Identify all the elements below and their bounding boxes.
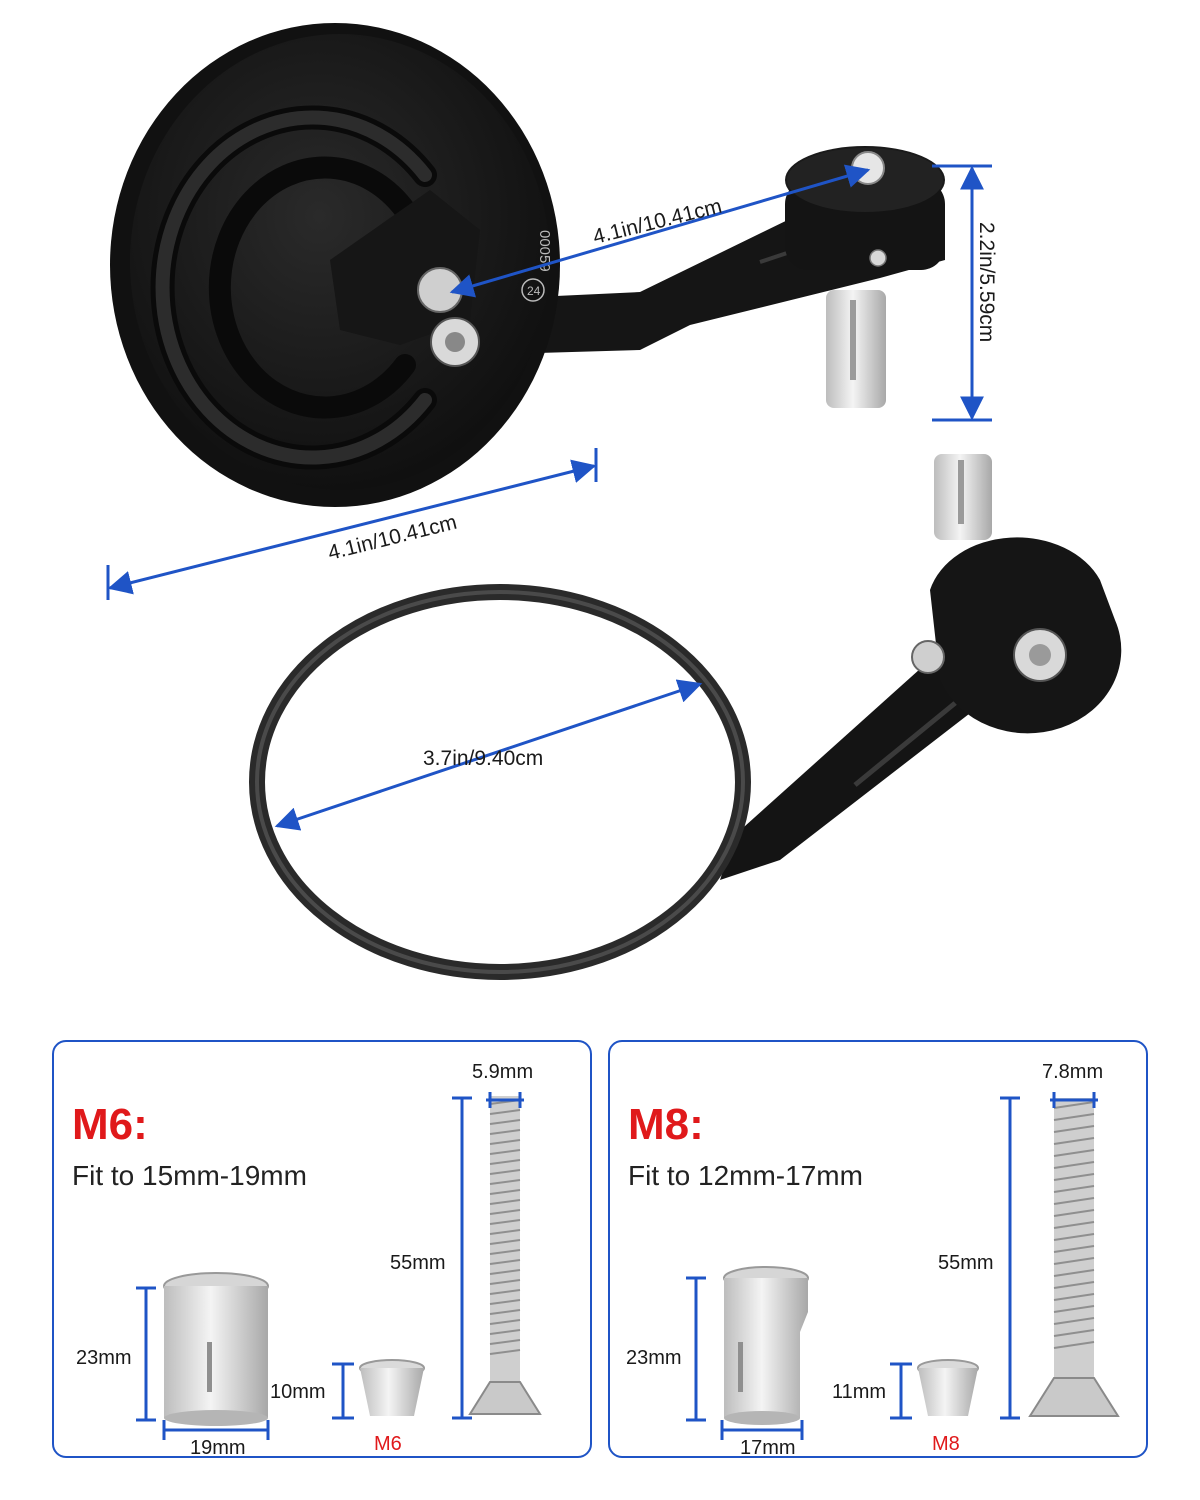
- sleeve-height-label: 23mm: [626, 1347, 682, 1369]
- kit-parts-m8: 7.8mm 55mm 23mm 17mm 11mm M8: [626, 1061, 1120, 1458]
- mirror-back-view: 00059 24: [110, 23, 945, 507]
- sleeve-width-label: 17mm: [740, 1437, 796, 1458]
- bolt-width-label: 7.8mm: [1042, 1061, 1103, 1083]
- bolt-length-label: 55mm: [390, 1252, 446, 1274]
- mirror-number-text: 24: [527, 284, 541, 298]
- product-illustration: 00059 24 4.1in/10.41cm 4.1in/10.41cm 2.2…: [106, 23, 1122, 980]
- cone-nut-m6: [359, 1359, 425, 1416]
- dimension-mount-height: 2.2in/5.59cm: [932, 164, 998, 422]
- bolt-m6: [468, 1096, 542, 1415]
- cone-nut-m8: [917, 1359, 979, 1416]
- kit-title: M8:: [628, 1100, 704, 1149]
- nut-label: M8: [932, 1433, 960, 1455]
- nut-label: M6: [374, 1433, 402, 1455]
- mirror-width-label: 4.1in/10.41cm: [326, 511, 460, 565]
- kit-panel-m6: M6: Fit to 15mm-19mm: [52, 1040, 592, 1458]
- mount-height-label: 2.2in/5.59cm: [975, 222, 998, 342]
- bolt-width-label: 5.9mm: [472, 1061, 533, 1083]
- sleeve-height-label: 23mm: [76, 1347, 132, 1369]
- sleeve-width-label: 19mm: [190, 1437, 246, 1458]
- nut-height-label: 11mm: [832, 1381, 886, 1403]
- sleeve-m6: [163, 1272, 269, 1426]
- mirror-front-view: [249, 454, 1122, 980]
- bolt-length-label: 55mm: [938, 1252, 994, 1274]
- bolt-m8: [1028, 1098, 1120, 1417]
- kit-title: M6:: [72, 1100, 148, 1149]
- kit-panel-m8: M8: Fit to 12mm-17mm 7.8mm: [608, 1040, 1148, 1458]
- kit-fit-range: Fit to 12mm-17mm: [628, 1160, 863, 1191]
- glass-diameter-label: 3.7in/9.40cm: [423, 747, 543, 770]
- sleeve-m8: [723, 1266, 809, 1425]
- arm-length-label: 4.1in/10.41cm: [591, 195, 725, 249]
- kit-fit-range: Fit to 15mm-19mm: [72, 1160, 307, 1191]
- kit-parts-m6: 5.9mm 55mm 23mm 19mm 10mm M6: [76, 1061, 542, 1458]
- dimension-glass-diameter: 3.7in/9.40cm: [274, 679, 703, 831]
- nut-height-label: 10mm: [270, 1381, 326, 1403]
